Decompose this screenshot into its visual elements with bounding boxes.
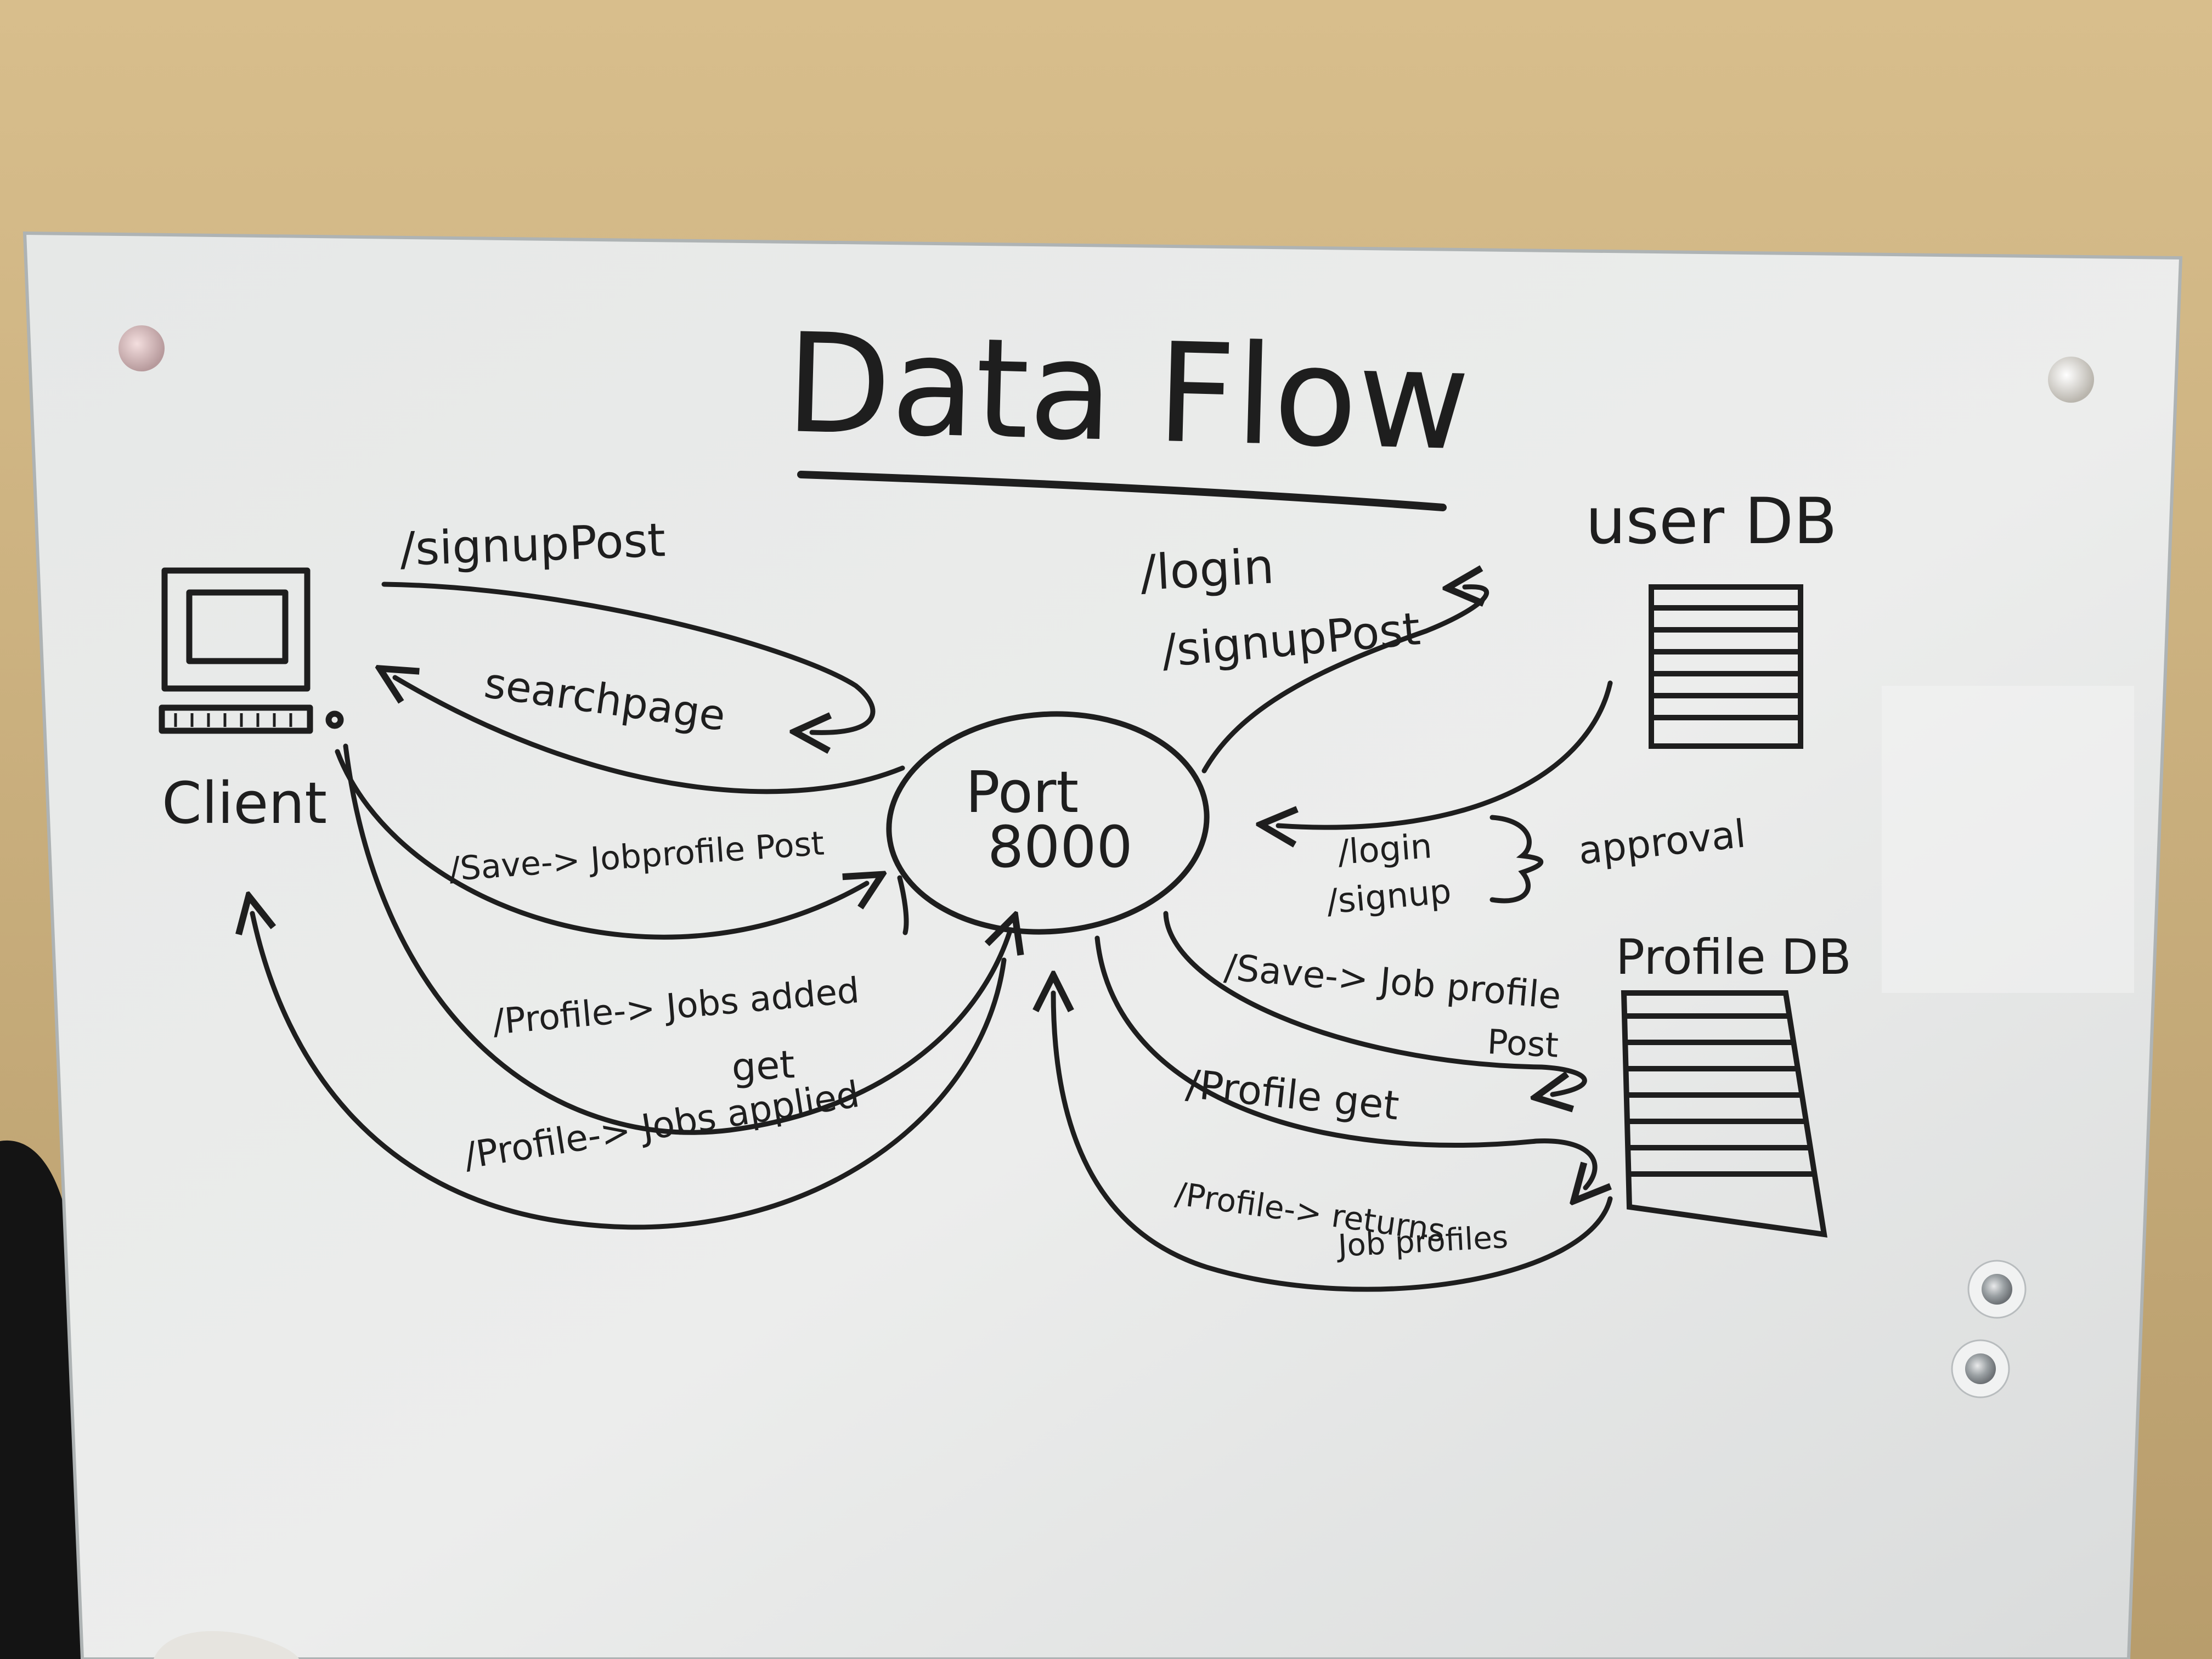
approval-brace: [1489, 815, 1543, 904]
user-db-label: user DB: [1585, 484, 1837, 558]
arrow-profile-jobs-applied: [252, 913, 1007, 1230]
label-login: /login: [1139, 538, 1276, 601]
arrow-profile-returns: [1053, 993, 1613, 1292]
profile-db-icon: [1621, 990, 1828, 1238]
title-underline: [797, 471, 1447, 511]
arrow-login-signup-to-userdb: [1201, 587, 1489, 774]
arrow-save-job-profile-db: [1163, 911, 1587, 1094]
server-label-line1: Port: [966, 759, 1079, 826]
magnet-top-right: [2048, 357, 2094, 403]
user-db-icon: [1649, 584, 1803, 749]
arrow-profile-jobs-added: [343, 743, 1009, 1135]
arrow-signup-post: [381, 582, 876, 732]
label-save-job-profile-db-post: Post: [1486, 1022, 1559, 1065]
board-glare: [1882, 686, 2134, 993]
arrow-to-server-from-save: [897, 875, 909, 935]
whiteboard: [22, 231, 2183, 1659]
server-node: Port 8000: [886, 711, 1210, 935]
dark-object-left: [0, 1140, 82, 1659]
client-computer-icon: [159, 567, 344, 734]
arrow-profile-get: [1094, 935, 1595, 1188]
label-signup-post: /signupPost: [399, 513, 666, 576]
profile-db-label: Profile DB: [1616, 929, 1852, 985]
server-label-line2: 8000: [988, 814, 1133, 881]
magnet-lower-right-1: [1967, 1260, 2027, 1319]
cloth-bottom: [154, 1631, 299, 1659]
label-approval-login: /login: [1336, 826, 1434, 872]
magnet-top-left: [119, 325, 165, 371]
label-profile-jobs-added-get: get: [731, 1042, 796, 1090]
diagram-title: Data Flow: [783, 303, 1471, 481]
magnet-lower-right-2: [1951, 1339, 2010, 1398]
arrow-searchpage: [395, 678, 905, 794]
arrow-save-job-profile-client: [335, 749, 867, 940]
client-label: Client: [162, 770, 327, 837]
flow-arrows: [252, 582, 1613, 1292]
arrow-approval-from-userdb: [1278, 680, 1613, 827]
